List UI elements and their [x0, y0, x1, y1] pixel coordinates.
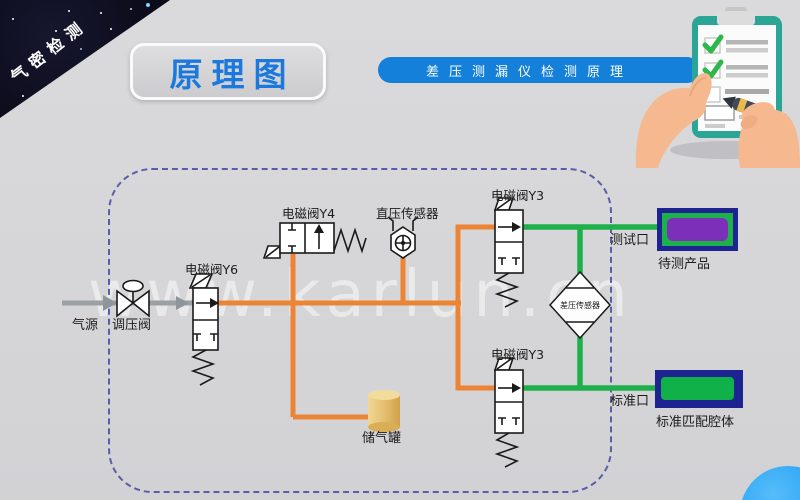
- check-icon: [702, 59, 724, 79]
- valve-y3-bottom-label: 电磁阀Y3: [491, 347, 545, 362]
- valve-y6-symbol: [188, 273, 219, 386]
- subtitle-ribbon-label: 差压测漏仪检测原理: [426, 64, 634, 80]
- valve-y3-bottom-symbol: [493, 357, 524, 468]
- standard-cavity-label: 标准匹配腔体: [656, 415, 735, 430]
- air-source-label: 气源: [72, 318, 99, 333]
- pressure-sensor-label: 直压传感器: [376, 206, 439, 221]
- watermark-text: www.karlun.cn: [88, 258, 634, 332]
- valve-y3-top-symbol: [493, 197, 524, 308]
- diff-sensor-symbol: [548, 270, 612, 340]
- pressure-sensor-symbol: [387, 216, 419, 259]
- test-port-label: 测试口: [610, 233, 650, 248]
- pen-and-right-hand: [722, 96, 800, 168]
- standard-port-label: 标准口: [610, 394, 650, 409]
- orange-pipes: [218, 224, 495, 420]
- subtitle-ribbon: 差压测漏仪检测原理: [378, 57, 700, 83]
- stars-decoration: [12, 18, 14, 20]
- valve-y4-label: 电磁阀Y4: [282, 206, 336, 221]
- tank-label: 储气罐: [362, 431, 402, 446]
- left-hand: [635, 72, 712, 168]
- title-badge: 原理图: [130, 43, 326, 100]
- title-badge-label: 原理图: [169, 54, 296, 94]
- regulator-label: 调压阀: [112, 318, 152, 333]
- valve-y3-top-label: 电磁阀Y3: [491, 188, 545, 203]
- test-product-label: 待测产品: [658, 257, 711, 272]
- diff-sensor-label: 差压传感器: [560, 301, 600, 310]
- test-product-symbol: [657, 208, 738, 251]
- schematic-dashed-border: [108, 168, 612, 493]
- clipboard-checklist-illustration: [635, 7, 800, 168]
- regulator-valve-symbol: [116, 279, 150, 318]
- check-icon: [702, 34, 724, 54]
- valve-y6-label: 电磁阀Y6: [185, 262, 239, 277]
- standard-cavity-symbol: [655, 370, 743, 408]
- storage-tank-symbol: [368, 390, 400, 432]
- valve-y4-symbol: [262, 222, 367, 259]
